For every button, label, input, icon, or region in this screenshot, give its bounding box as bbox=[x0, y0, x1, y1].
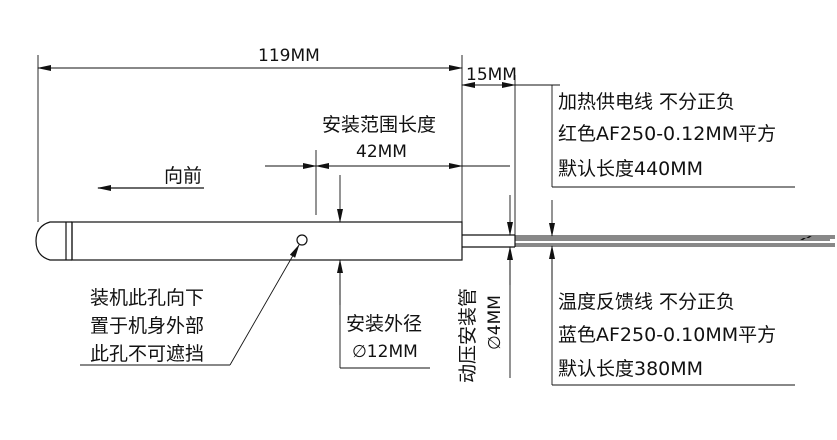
hole-note-line-2: 置于机身外部 bbox=[90, 315, 204, 337]
crimp-sleeve-title: 动压安装管 bbox=[457, 288, 479, 383]
overall-length-label: 119MM bbox=[258, 46, 320, 66]
sensor-wire-leader bbox=[549, 245, 795, 386]
install-range-label: 42MM bbox=[356, 142, 407, 162]
wire-bundle bbox=[515, 235, 835, 247]
hole-note-line-3: 此孔不可遮挡 bbox=[90, 343, 204, 365]
install-range-title: 安装范围长度 bbox=[322, 114, 436, 136]
probe-body bbox=[35, 221, 463, 261]
hole-note-line-1: 装机此孔向下 bbox=[90, 287, 204, 309]
outer-diameter-label: ∅12MM bbox=[352, 342, 418, 362]
protrusion-dimension bbox=[461, 75, 560, 235]
heater-wire-line-1: 加热供电线 不分正负 bbox=[558, 91, 735, 113]
direction-label: 向前 bbox=[164, 165, 202, 187]
sensor-wire-line-1: 温度反馈线 不分正负 bbox=[558, 291, 735, 313]
crimp-sleeve-label: ∅4MM bbox=[485, 295, 505, 350]
crimp-sleeve bbox=[462, 234, 516, 248]
heater-wire-line-2: 红色AF250-0.12MM平方 bbox=[558, 123, 776, 145]
outer-diameter-dimension bbox=[337, 175, 430, 369]
sensor-wire-line-2: 蓝色AF250-0.10MM平方 bbox=[558, 324, 776, 346]
vent-hole bbox=[296, 234, 308, 246]
protrusion-label: 15MM bbox=[466, 65, 517, 85]
overall-length-dimension bbox=[37, 55, 463, 222]
heater-wire-leader bbox=[549, 85, 795, 237]
sensor-wire-line-3: 默认长度380MM bbox=[558, 358, 703, 380]
install-range-dimension bbox=[265, 150, 510, 215]
heater-wire-line-3: 默认长度440MM bbox=[558, 158, 703, 180]
outer-diameter-title: 安装外径 bbox=[346, 313, 422, 335]
hole-note-leader bbox=[80, 244, 300, 366]
